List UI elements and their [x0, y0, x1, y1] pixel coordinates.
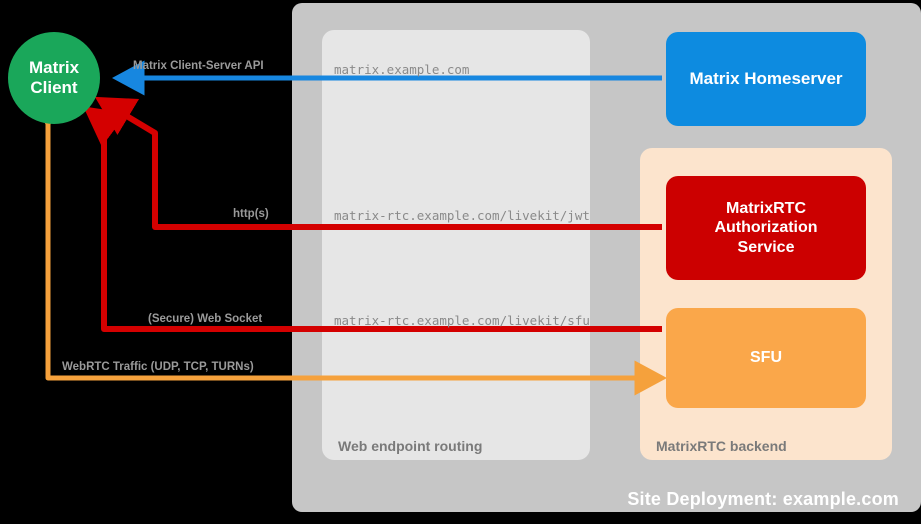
- sfu-label: SFU: [750, 349, 782, 367]
- flow-label-web-socket: (Secure) Web Socket: [148, 313, 263, 325]
- authorization-line1: MatrixRTC: [725, 200, 806, 218]
- flow-label-webrtc-traffic: WebRTC Traffic (UDP, TCP, TURNs): [62, 361, 254, 373]
- authorization-line2: Authorization: [714, 219, 818, 237]
- endpoint-url-livekit-sfu: matrix-rtc.example.com/livekit/sfu: [334, 313, 590, 328]
- matrix-client-line2: Client: [30, 78, 78, 97]
- flow-label-https: http(s): [233, 208, 269, 220]
- site-deployment-label: Site Deployment: example.com: [627, 489, 899, 509]
- web-endpoint-routing-zone: [322, 30, 590, 460]
- node-matrix-homeserver[interactable]: Matrix Homeserver: [666, 32, 866, 126]
- matrixrtc-backend-label: MatrixRTC backend: [656, 438, 787, 454]
- endpoint-url-livekit-jwt: matrix-rtc.example.com/livekit/jwt: [334, 208, 590, 223]
- authorization-line3: Service: [737, 238, 795, 256]
- node-matrixrtc-authorization-service[interactable]: MatrixRTC Authorization Service: [666, 176, 866, 280]
- node-matrix-client[interactable]: Matrix Client: [8, 32, 100, 124]
- node-sfu[interactable]: SFU: [666, 308, 866, 408]
- matrix-homeserver-label: Matrix Homeserver: [689, 68, 843, 88]
- matrix-client-line1: Matrix: [28, 58, 80, 78]
- flow-label-matrix-client-server-api: Matrix Client-Server API: [133, 60, 264, 72]
- endpoint-url-matrix: matrix.example.com: [334, 62, 470, 77]
- web-endpoint-routing-label: Web endpoint routing: [338, 438, 483, 454]
